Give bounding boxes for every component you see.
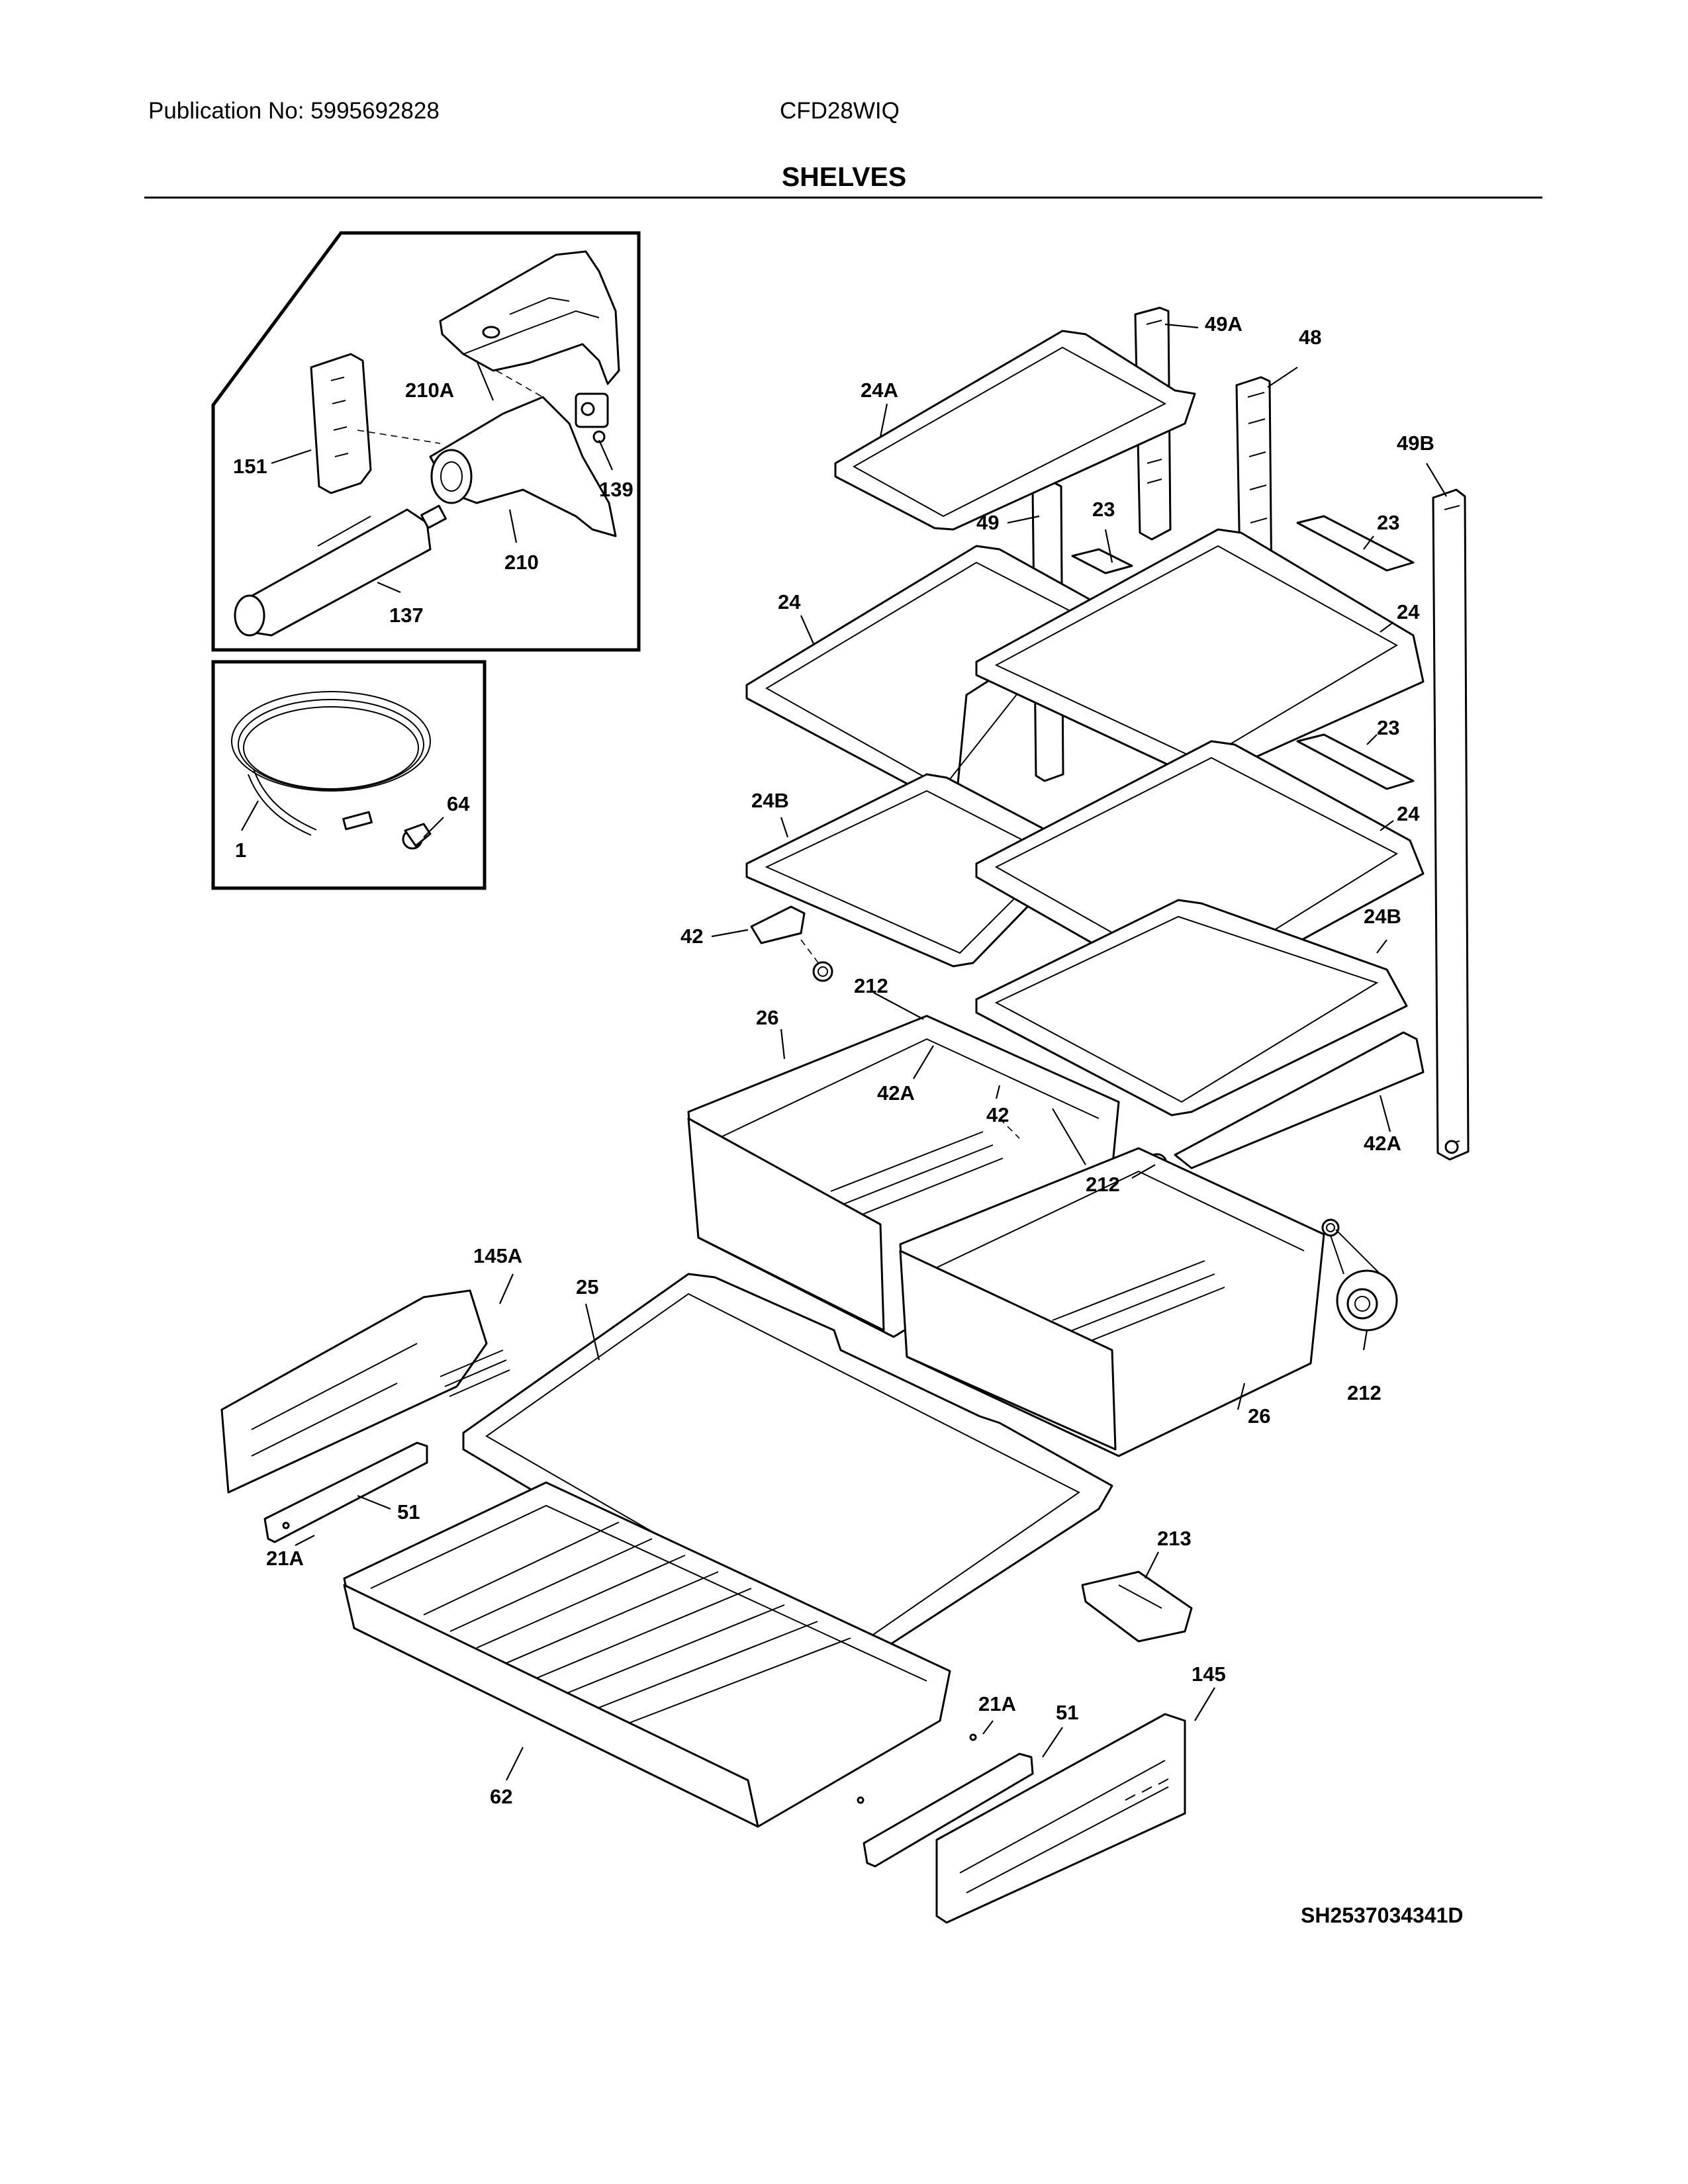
part-51-rail-cover-left: [263, 1441, 428, 1543]
part-213-drawer-stop: [1081, 1570, 1193, 1643]
part-42-crisper-bracket-left: [750, 905, 806, 944]
title-rule: [144, 197, 1542, 199]
callout-24-right-mid: 24: [1397, 802, 1420, 825]
callout-64: 64: [447, 792, 470, 815]
callout-212-mid: 212: [1086, 1173, 1120, 1196]
callout-21A-left: 21A: [266, 1547, 304, 1570]
callout-210: 210: [504, 551, 539, 574]
callout-21A-right: 21A: [978, 1692, 1016, 1715]
callout-24A: 24A: [861, 379, 898, 402]
part-24B-glass-shelf-lower-right: [975, 899, 1408, 1116]
callout-42A-mid: 42A: [877, 1081, 915, 1105]
callout-49A: 49A: [1205, 312, 1243, 336]
page-title: SHELVES: [781, 161, 907, 192]
part-26-crisper-drawer-right: [899, 1147, 1325, 1457]
publication-number: Publication No: 5995692828: [148, 98, 440, 124]
model-number: CFD28WIQ: [780, 98, 900, 124]
part-137-water-filter-cartridge: [234, 504, 447, 637]
part-145A-drawer-rail-left: [220, 1289, 510, 1494]
callout-51-right: 51: [1056, 1701, 1078, 1724]
callout-25: 25: [576, 1275, 598, 1298]
callout-23-top: 23: [1092, 498, 1115, 521]
callout-24-right-upper: 24: [1397, 600, 1420, 623]
part-1-water-tubing: [231, 691, 431, 836]
callout-26-right: 26: [1248, 1404, 1270, 1428]
callout-145A: 145A: [473, 1244, 522, 1267]
callout-42-mid: 42: [986, 1103, 1009, 1126]
callout-23-mid: 23: [1377, 716, 1399, 739]
callout-42-left: 42: [680, 925, 703, 948]
part-42A-crisper-bracket-right: [1174, 1031, 1425, 1169]
part-145-drawer-rail-right: [935, 1713, 1186, 1924]
part-151-filter-bezel: [310, 353, 372, 494]
callout-49B: 49B: [1397, 432, 1434, 455]
tubing-kit-inset: [211, 660, 487, 890]
diagram-code: SH2537034341D: [1301, 1903, 1464, 1927]
part-24-glass-shelf-upper-right: [975, 528, 1425, 777]
callout-49: 49: [976, 511, 999, 534]
callout-212-upper: 212: [854, 974, 888, 997]
part-24A-glass-shelf-small: [834, 330, 1196, 531]
callout-137: 137: [389, 604, 424, 627]
part-210A-filter-cover: [439, 250, 620, 385]
callout-24-left: 24: [778, 590, 801, 614]
callout-labels: 49A 48 49B 24A 49 23 23 24 24 23 24 24B …: [233, 312, 1434, 1808]
part-51-rail-cover-right: [857, 1733, 1034, 1868]
callout-42A-right: 42A: [1364, 1132, 1401, 1155]
filter-assembly-inset: [211, 231, 641, 652]
callout-1: 1: [235, 839, 246, 862]
part-62-deli-drawer: [343, 1481, 951, 1828]
callout-62: 62: [490, 1785, 512, 1808]
callout-210A: 210A: [405, 379, 454, 402]
callout-48: 48: [1299, 326, 1321, 349]
callout-24B-left: 24B: [751, 789, 789, 812]
callout-145: 145: [1192, 1662, 1226, 1686]
part-210-filter-head: [429, 396, 617, 537]
callout-23-right: 23: [1377, 511, 1399, 534]
callout-26-left: 26: [756, 1006, 778, 1029]
leader-lines: [241, 323, 1447, 1781]
part-64-tube-fitting: [342, 811, 432, 850]
callout-24B-right: 24B: [1364, 905, 1401, 928]
part-23-shelf-bracket-mid: [1296, 733, 1415, 790]
callout-212-lower: 212: [1347, 1381, 1382, 1404]
part-23-shelf-bracket-top: [1071, 515, 1415, 574]
callout-213: 213: [1157, 1527, 1192, 1550]
callout-151: 151: [233, 455, 267, 478]
callout-51-left: 51: [397, 1500, 420, 1524]
part-139-water-valve: [575, 392, 609, 443]
part-49B-shelf-support-rail: [1432, 488, 1470, 1161]
callout-139: 139: [599, 478, 633, 501]
